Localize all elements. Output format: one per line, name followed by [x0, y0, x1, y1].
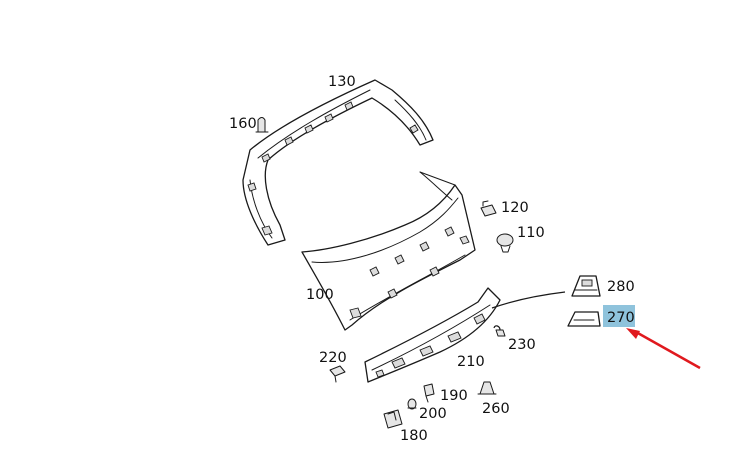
callout-120: 120 [501, 200, 529, 216]
callout-210: 210 [457, 354, 485, 370]
part-200-bulb [407, 398, 417, 410]
part-190-socket [423, 383, 435, 403]
callout-190: 190 [440, 388, 468, 404]
part-270-lens [567, 311, 601, 327]
part-220-clip [329, 365, 346, 383]
part-160-clip [255, 117, 269, 133]
callout-260: 260 [482, 401, 510, 417]
callout-100: 100 [306, 287, 334, 303]
callout-270: 270 [607, 310, 635, 326]
part-180-switch [383, 409, 403, 429]
callout-130: 130 [328, 74, 356, 90]
part-210-sill-cover [364, 287, 501, 383]
callout-280: 280 [607, 279, 635, 295]
part-110-rivet [496, 233, 514, 253]
part-280-lamp [571, 275, 601, 297]
callout-230: 230 [508, 337, 536, 353]
callout-110: 110 [517, 225, 545, 241]
part-130-upper-trim [242, 79, 434, 246]
callout-200: 200 [419, 406, 447, 422]
part-120-clip [480, 200, 497, 217]
part-260-cap [477, 381, 497, 395]
part-100-lower-trim [301, 171, 476, 331]
callout-160: 160 [229, 116, 257, 132]
callout-220: 220 [319, 350, 347, 366]
callout-180: 180 [400, 428, 428, 444]
part-230-connector [493, 325, 506, 337]
pointer-arrow [626, 328, 701, 370]
harness-wire [491, 291, 566, 309]
callout-270-highlight [603, 305, 635, 327]
